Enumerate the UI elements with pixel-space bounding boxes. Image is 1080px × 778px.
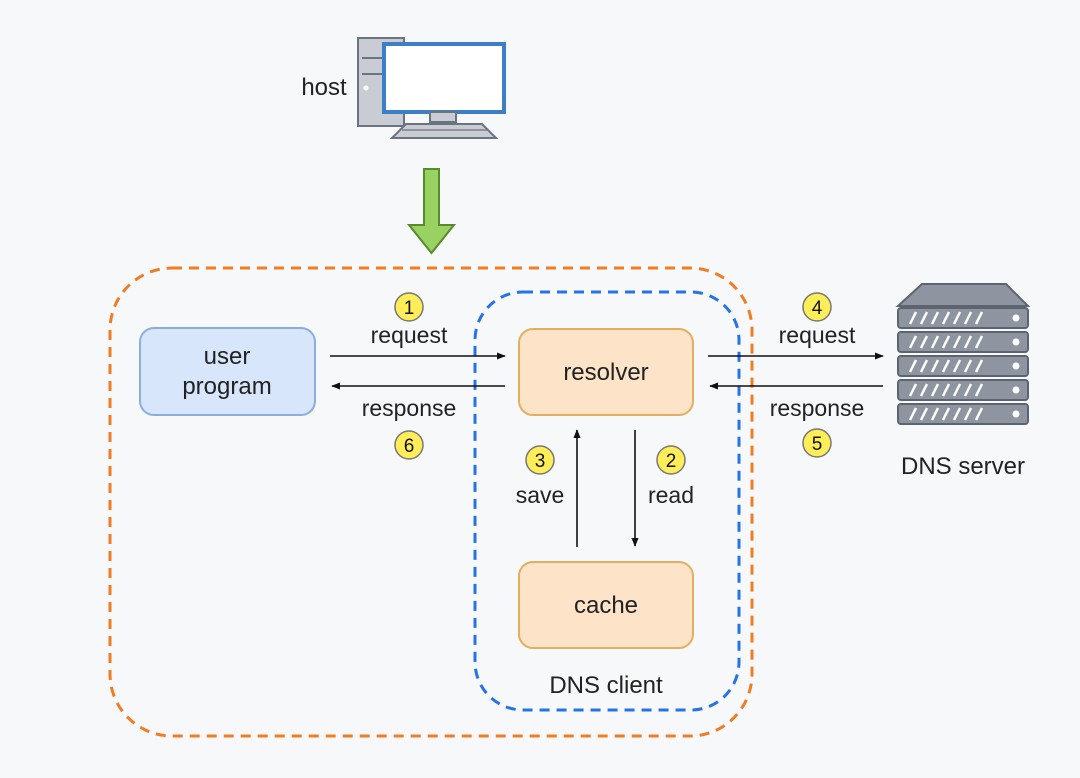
server-rack-icon xyxy=(895,283,1031,425)
step-badge xyxy=(802,292,832,322)
step-label: request xyxy=(779,322,856,348)
dns-client-container xyxy=(473,290,741,712)
step-number: 6 xyxy=(404,436,415,457)
down-arrow-icon xyxy=(406,168,457,255)
user-program-label-line1: user xyxy=(204,343,251,370)
cache-node: cache xyxy=(518,561,694,649)
step-label: response xyxy=(362,395,457,421)
host-label: host xyxy=(301,74,347,101)
cache-label: cache xyxy=(574,592,638,619)
user-program-node: user program xyxy=(139,327,316,416)
dns-server-label: DNS server xyxy=(901,453,1025,480)
step-label: request xyxy=(371,322,448,348)
server-rack-unit xyxy=(897,403,1029,425)
resolver-node: resolver xyxy=(518,328,694,416)
step-label: save xyxy=(516,482,565,508)
step-1: 1 request xyxy=(371,292,448,348)
step-badge xyxy=(802,428,832,458)
step-badge xyxy=(394,430,424,460)
step-5: response 5 xyxy=(770,395,865,458)
computer-icon xyxy=(357,37,506,139)
step-badge xyxy=(656,445,686,475)
step-number: 2 xyxy=(666,451,677,472)
dns-client-label: DNS client xyxy=(549,672,663,699)
step-number: 5 xyxy=(812,434,823,455)
step-label: read xyxy=(648,482,694,508)
host-container xyxy=(108,266,754,738)
server-rack-unit xyxy=(897,379,1029,401)
step-badge xyxy=(394,292,424,322)
step-badge xyxy=(525,445,555,475)
step-6: response 6 xyxy=(362,395,457,460)
step-2: 2 read xyxy=(648,445,694,508)
server-rack-unit xyxy=(897,307,1029,329)
step-number: 4 xyxy=(812,298,823,319)
step-4: 4 request xyxy=(779,292,856,348)
step-number: 1 xyxy=(404,298,415,319)
step-label: response xyxy=(770,395,865,421)
server-rack-unit xyxy=(897,355,1029,377)
resolver-label: resolver xyxy=(563,359,648,386)
server-rack-unit xyxy=(897,331,1029,353)
step-3: 3 save xyxy=(516,445,565,508)
step-number: 3 xyxy=(535,451,546,472)
user-program-label-line2: program xyxy=(182,373,271,400)
